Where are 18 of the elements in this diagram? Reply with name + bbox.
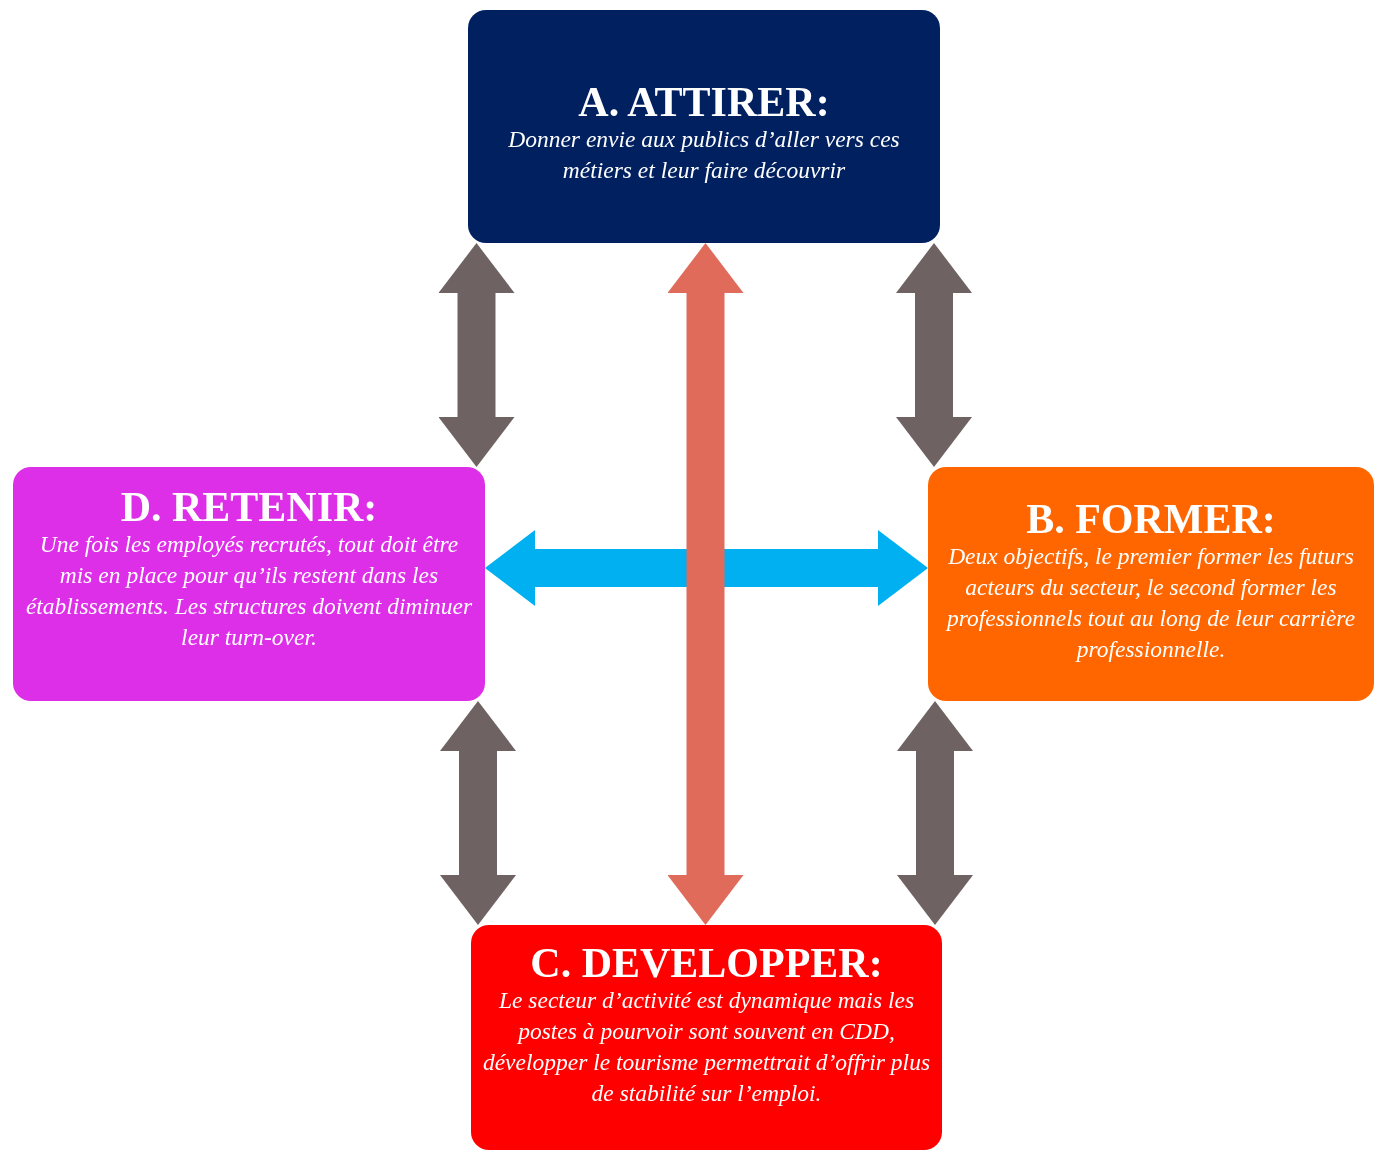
double-arrow [896, 243, 972, 467]
box-description: Une fois les employés recrutés, tout doit être mis en place pour qu’ils restent dans les établissements. Les structures doivent diminuer leur turn-over. [24, 530, 474, 653]
box-description: Le secteur d’activité est dynamique mais les postes à pourvoir sont souvent en CDD, développer le tourisme permettrait d’offrir plus de stabilité sur l’emploi. [481, 986, 932, 1109]
box-description: Donner envie aux publics d’aller vers ces métiers et leur faire découvrir [507, 125, 901, 186]
box-description: Deux objectifs, le premier former les futurs acteurs du secteur, le second former les professionnels tout au long de leur carrière professionnelle. [944, 542, 1357, 665]
box-title: B. FORMER: [1025, 497, 1277, 542]
double-arrow [438, 243, 515, 467]
double-arrow [897, 701, 973, 925]
process-box [471, 925, 942, 1150]
process-box [13, 467, 485, 701]
double-arrow [667, 243, 744, 925]
box-title: D. RETENIR: [119, 485, 379, 530]
double-arrow [440, 701, 516, 925]
box-title: C. DEVELOPPER: [529, 941, 884, 986]
box-title: A. ATTIRER: [577, 80, 831, 125]
double-arrow [485, 530, 928, 606]
process-box [928, 467, 1374, 701]
process-box [468, 10, 940, 243]
